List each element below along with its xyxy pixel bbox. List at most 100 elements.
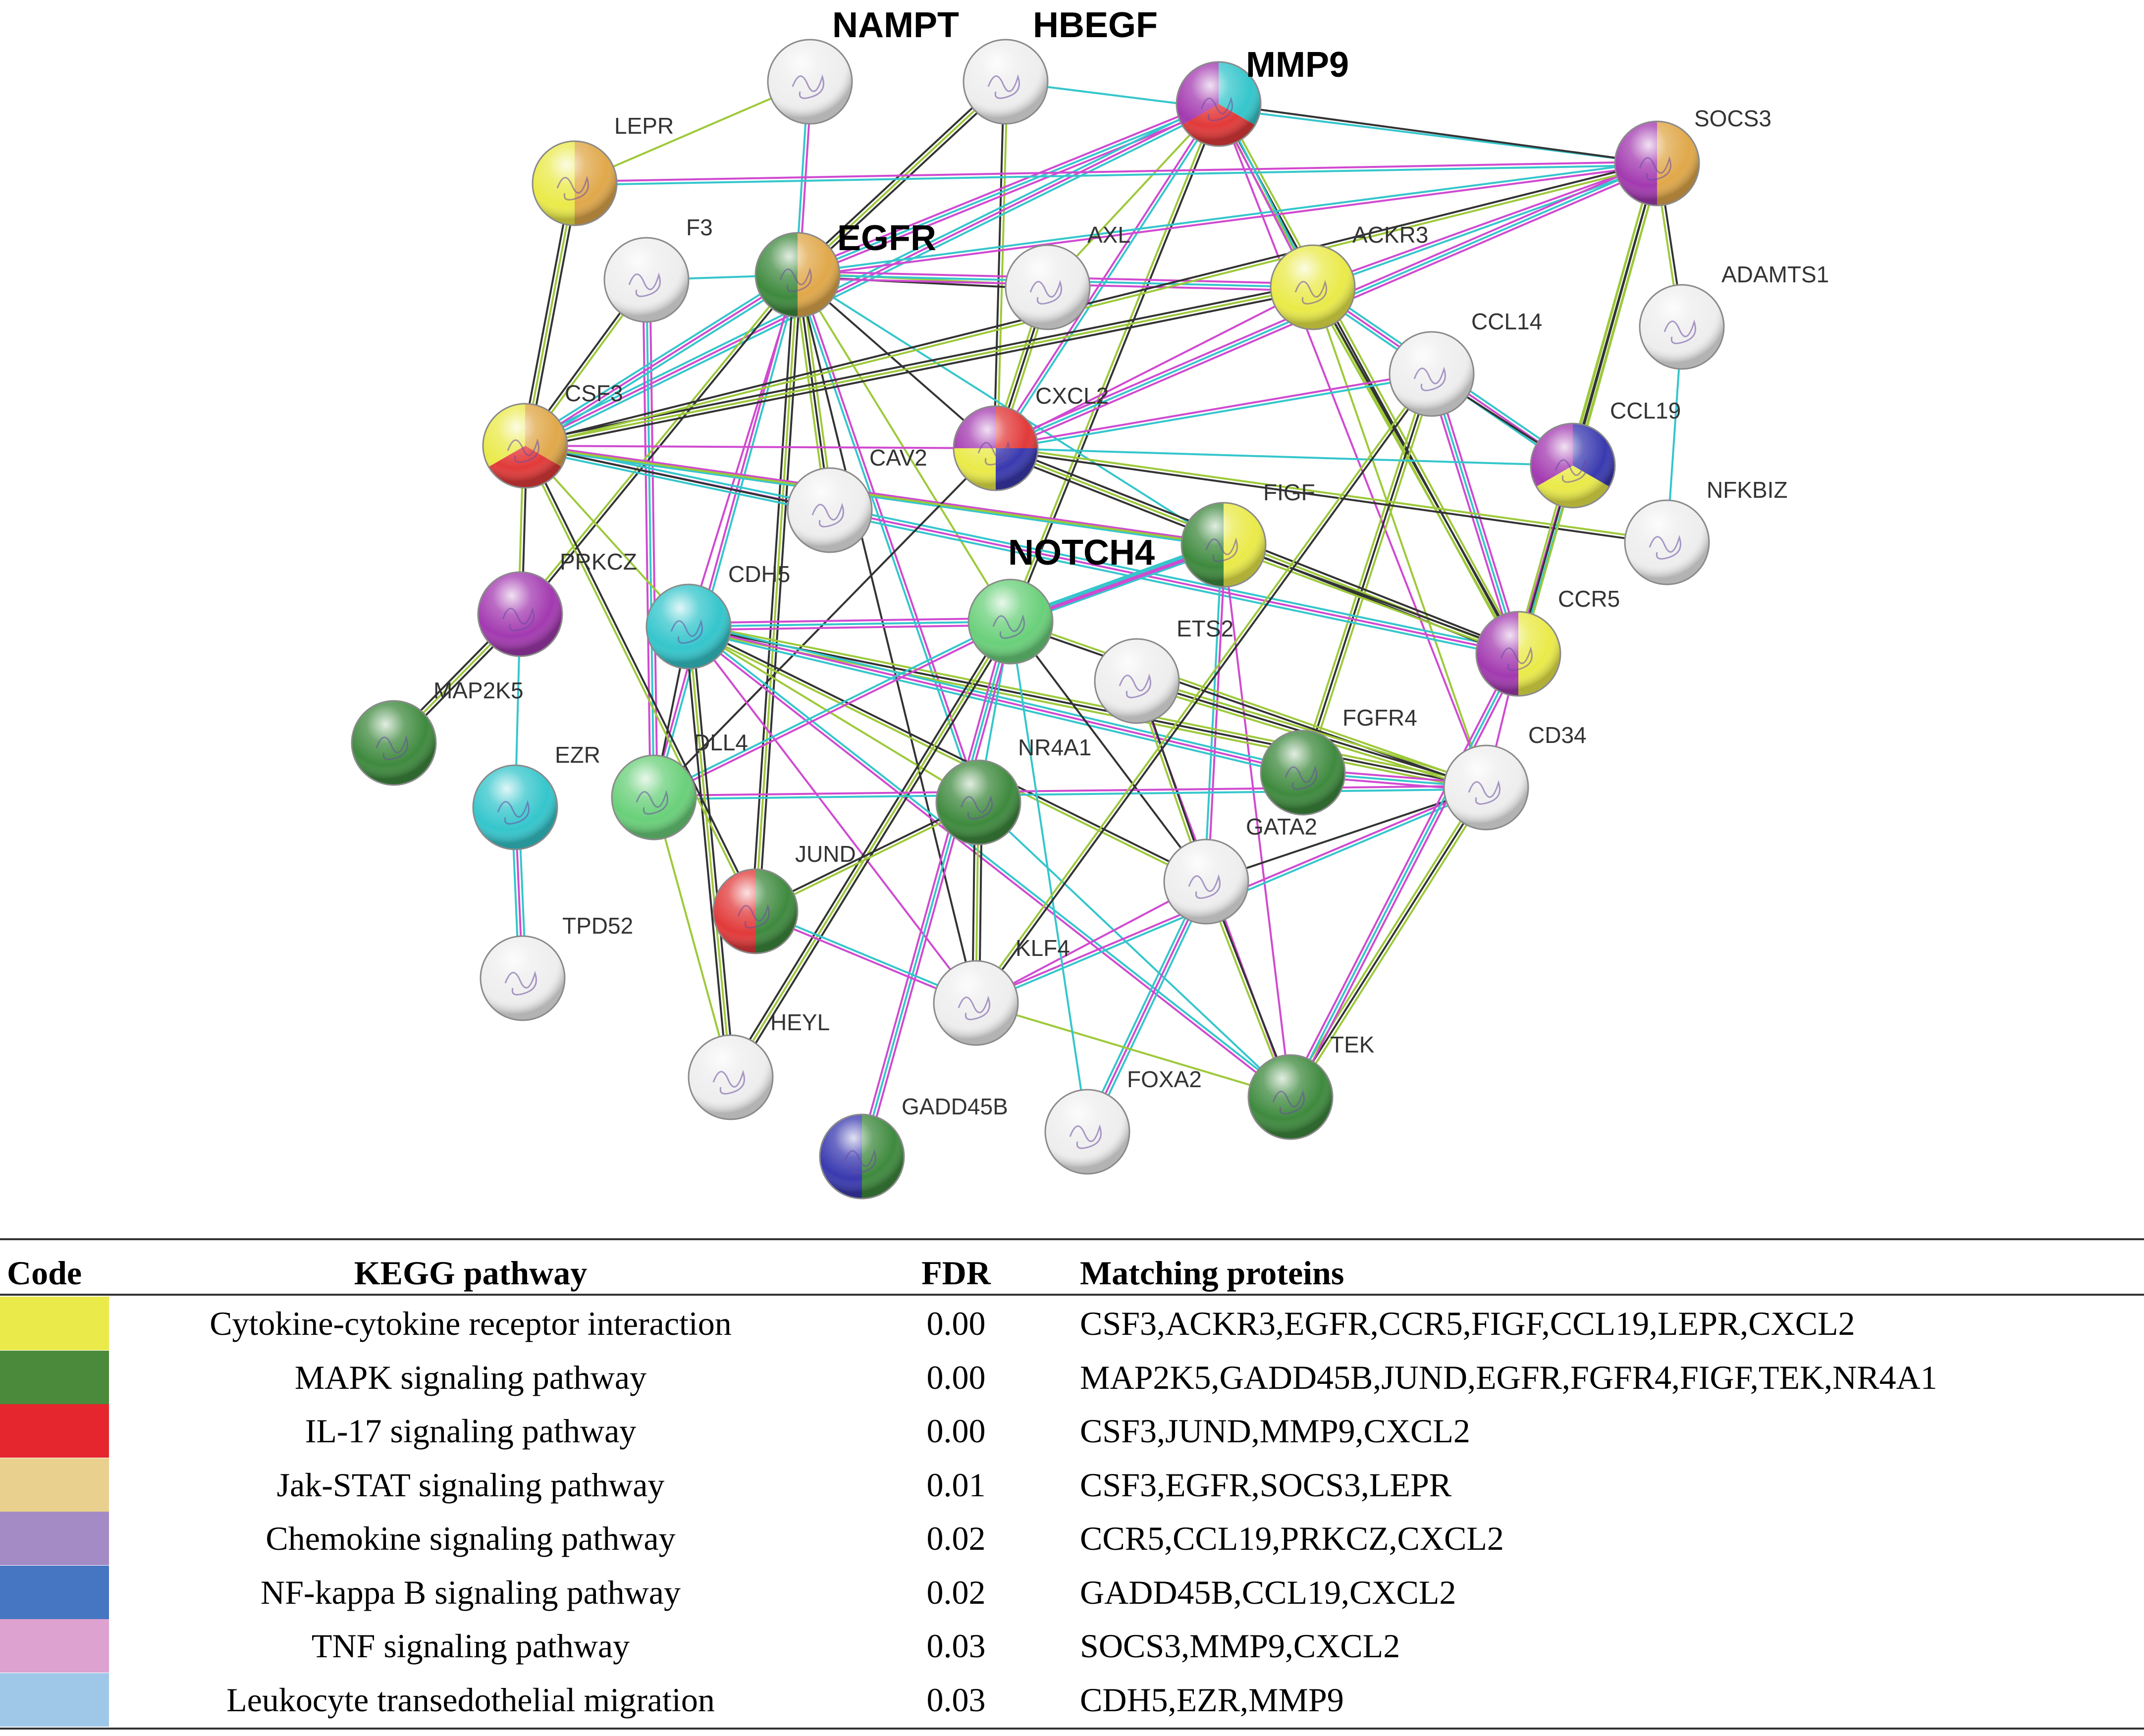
edge-CDH5-NOTCH4	[688, 621, 1011, 628]
node-label: MAP2K5	[433, 678, 524, 703]
matching-proteins: CCR5,CCL19,PRKCZ,CXCL2	[1080, 1520, 1504, 1557]
edge-EGFR-JUND	[757, 275, 802, 912]
edge-EGFR-SOCS3	[798, 164, 1658, 278]
pathway-color-code	[0, 1512, 109, 1565]
node-ets2[interactable]: ETS2	[1094, 616, 1233, 724]
edge-DLL4-CD34	[653, 785, 1486, 797]
edge-MMP9-CXCL2	[996, 104, 1221, 450]
node-klf4[interactable]: KLF4	[933, 935, 1070, 1046]
node-tek[interactable]: TEK	[1247, 1032, 1375, 1140]
edge-CXCL2-DLL4	[653, 447, 997, 798]
edge-CDH5-NOTCH4	[688, 617, 1011, 625]
node-cdh5[interactable]: CDH5	[645, 561, 790, 670]
node-label: NFKBIZ	[1707, 477, 1788, 503]
protein-structure-icon	[977, 441, 1010, 466]
node-label: JUND	[795, 841, 856, 867]
node-nfkbiz[interactable]: NFKBIZ	[1624, 477, 1788, 585]
node-ccl14[interactable]: CCL14	[1389, 309, 1542, 417]
pathway-color-code	[0, 1458, 109, 1512]
node-cav2[interactable]: CAV2	[787, 445, 927, 553]
node-axl[interactable]: AXL	[1005, 222, 1130, 330]
node-figf[interactable]: FIGF	[1180, 479, 1315, 588]
node-gadd45b[interactable]: GADD45B	[819, 1094, 1008, 1200]
node-label: NAMPT	[832, 5, 959, 45]
pathway-name: Leukocyte transedothelial migration	[226, 1681, 715, 1719]
node-socs3[interactable]: SOCS3	[1614, 105, 1771, 207]
node-gloss	[1005, 244, 1091, 330]
protein-structure-icon	[1285, 765, 1317, 790]
node-mmp9[interactable]: MMP9	[1176, 45, 1349, 147]
node-nampt[interactable]: NAMPT	[767, 5, 959, 125]
node-heyl[interactable]: HEYL	[688, 1009, 830, 1120]
node-gloss	[480, 935, 566, 1021]
protein-structure-icon	[1205, 537, 1238, 562]
node-gloss	[688, 1034, 774, 1120]
node-map2k5[interactable]: MAP2K5	[351, 678, 524, 786]
protein-structure-icon	[958, 996, 990, 1020]
node-gloss	[754, 232, 841, 318]
protein-structure-icon	[992, 614, 1025, 639]
edge-GATA2-FOXA2	[1086, 881, 1207, 1132]
node-tpd52[interactable]: TPD52	[480, 913, 633, 1021]
node-label: SOCS3	[1694, 105, 1771, 131]
edge-MMP9-EGFR	[797, 103, 1219, 276]
node-cd34[interactable]: CD34	[1443, 722, 1587, 831]
node-nr4a1[interactable]: NR4A1	[935, 735, 1091, 845]
node-lepr[interactable]: LEPR	[532, 113, 674, 226]
node-ccr5[interactable]: CCR5	[1475, 586, 1620, 697]
node-label: AXL	[1087, 222, 1130, 248]
edge-LEPR-CSF3	[524, 183, 576, 446]
protein-structure-icon	[960, 795, 993, 820]
node-ezr[interactable]: EZR	[472, 742, 600, 850]
protein-structure-icon	[1188, 874, 1221, 899]
node-foxa2[interactable]: FOXA2	[1044, 1066, 1202, 1175]
node-adamts1[interactable]: ADAMTS1	[1639, 262, 1829, 370]
node-dll4[interactable]: DLL4	[611, 730, 748, 841]
node-label: FGFR4	[1342, 705, 1417, 731]
matching-proteins: CSF3,EGFR,SOCS3,LEPR	[1080, 1466, 1452, 1504]
node-gloss	[935, 759, 1021, 845]
edge-EGFR-CSF3	[526, 277, 800, 450]
protein-structure-icon	[497, 800, 530, 825]
edge-FOXA2-NOTCH4	[1010, 621, 1088, 1132]
protein-structure-icon	[1294, 280, 1327, 305]
protein-structure-icon	[1119, 674, 1151, 698]
edge-NOTCH4-HEYL	[730, 621, 1012, 1078]
edge-HBEGF-CXCL2	[993, 81, 1005, 448]
edge-DLL4-HEYL	[653, 797, 732, 1078]
edge-FIGF-CSF3	[525, 445, 1224, 546]
node-csf3[interactable]: CSF3	[482, 380, 623, 489]
node-gata2[interactable]: GATA2	[1163, 814, 1317, 925]
node-hbegf[interactable]: HBEGF	[963, 5, 1158, 125]
edge-EGFR-PRKCZ	[518, 273, 797, 614]
pathway-color-code	[0, 1404, 109, 1458]
node-fgfr4[interactable]: FGFR4	[1260, 705, 1417, 816]
node-ccl19[interactable]: CCL19	[1530, 398, 1681, 509]
edge-ACKR3-CSF3	[525, 289, 1314, 450]
protein-structure-icon	[792, 74, 824, 99]
node-notch4[interactable]: NOTCH4	[967, 533, 1155, 665]
node-jund[interactable]: JUND	[712, 841, 856, 954]
edge-MMP9-CD34	[1218, 104, 1487, 788]
node-gloss	[472, 764, 558, 850]
pathway-name: TNF signaling pathway	[311, 1627, 630, 1665]
node-label: CDH5	[728, 561, 790, 587]
node-cxcl2[interactable]: CXCL2	[953, 383, 1109, 491]
node-label: F3	[686, 214, 713, 240]
matching-proteins: CSF3,ACKR3,EGFR,CCR5,FIGF,CCL19,LEPR,CXC…	[1080, 1305, 1855, 1342]
node-prkcz[interactable]: PRKCZ	[477, 549, 637, 657]
edge-CAV2-CSF3	[525, 445, 830, 511]
edge-SOCS3-CCR5	[1517, 163, 1658, 654]
node-gloss	[787, 467, 873, 553]
edge-CCL14-FGFR4	[1305, 374, 1436, 774]
protein-structure-icon	[1500, 646, 1533, 671]
protein-structure-icon	[1272, 1090, 1305, 1114]
edge-TEK-CCR5	[1286, 651, 1516, 1096]
node-f3[interactable]: F3	[603, 214, 713, 323]
node-ackr3[interactable]: ACKR3	[1270, 222, 1428, 330]
node-egfr[interactable]: EGFR	[754, 218, 936, 318]
edge-CD34-TEK	[1292, 789, 1490, 1100]
